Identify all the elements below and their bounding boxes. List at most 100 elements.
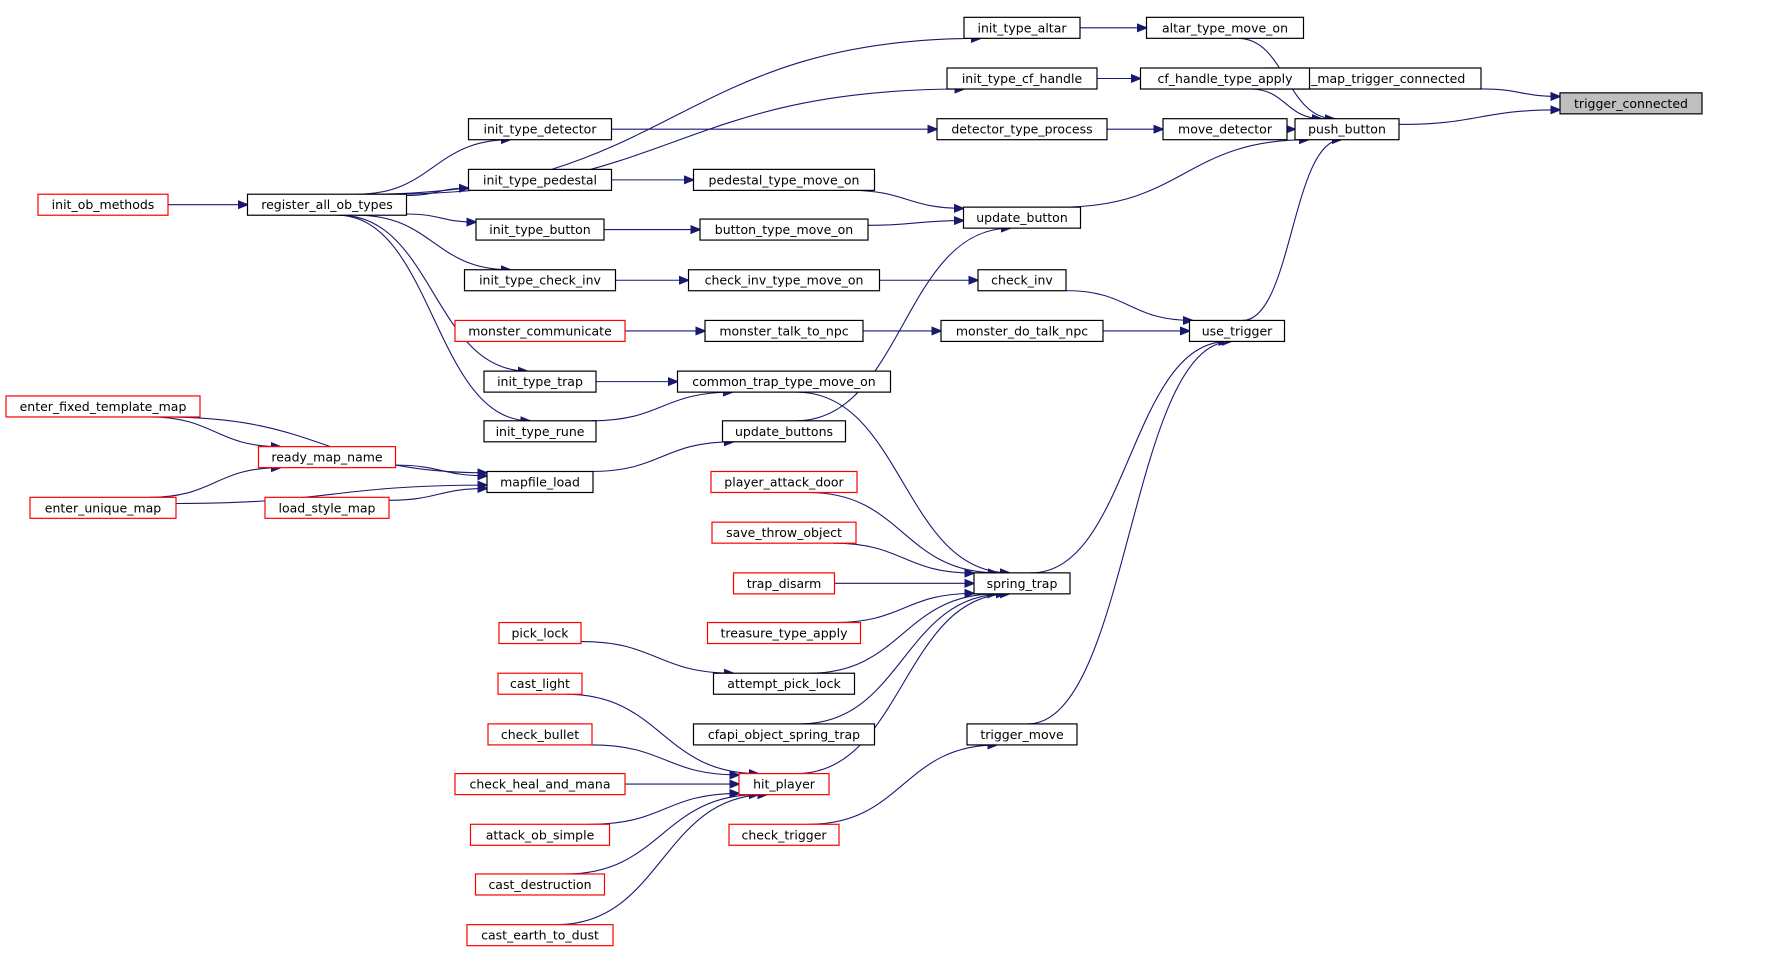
node-box-monster_talk_to_npc[interactable] — [704, 319, 864, 343]
node-init_type_cf_handle[interactable]: init_type_cf_handle — [946, 67, 1098, 90]
node-box-use_trigger[interactable] — [1188, 319, 1286, 343]
node-box-pedestal_type_move_on[interactable] — [692, 168, 876, 191]
node-box-cast_destruction[interactable] — [474, 873, 606, 896]
node-box-ready_map_name[interactable] — [257, 446, 397, 469]
node-box-trap_disarm[interactable] — [732, 572, 836, 595]
node-box-common_trap_type_move_on[interactable] — [676, 370, 892, 393]
node-box-treasure_type_apply[interactable] — [706, 621, 862, 645]
node-update_buttons[interactable]: update_buttons — [721, 420, 847, 443]
node-box-altar_type_move_on[interactable] — [1145, 16, 1305, 39]
node-cfapi_map_trigger_connected[interactable]: cfapi_map_trigger_connected — [1264, 67, 1482, 90]
node-box-monster_communicate[interactable] — [454, 319, 626, 343]
node-box-init_type_button[interactable] — [475, 218, 605, 241]
node-spring_trap[interactable]: spring_trap — [973, 572, 1071, 595]
node-enter_unique_map[interactable]: enter_unique_map — [29, 496, 177, 519]
node-update_button[interactable]: update_button — [962, 206, 1082, 229]
node-init_type_altar[interactable]: init_type_altar — [963, 16, 1081, 39]
node-init_type_button[interactable]: init_type_button — [475, 218, 605, 241]
node-check_bullet[interactable]: check_bullet — [487, 723, 593, 746]
node-hit_player[interactable]: hit_player — [738, 772, 830, 796]
node-enter_fixed_template_map[interactable]: enter_fixed_template_map — [5, 395, 201, 418]
node-box-check_heal_and_mana[interactable] — [454, 772, 626, 796]
node-trap_disarm[interactable]: trap_disarm — [732, 572, 836, 595]
edge-register_all_ob_types-to-init_type_trap — [339, 214, 528, 371]
node-init_type_rune[interactable]: init_type_rune — [483, 420, 597, 443]
node-init_type_trap[interactable]: init_type_trap — [483, 370, 597, 393]
node-box-init_type_rune[interactable] — [483, 420, 597, 443]
node-monster_communicate[interactable]: monster_communicate — [454, 319, 626, 343]
node-box-trigger_connected[interactable] — [1559, 92, 1703, 115]
node-box-check_inv_type_move_on[interactable] — [687, 269, 881, 292]
node-attempt_pick_lock[interactable]: attempt_pick_lock — [712, 672, 856, 695]
node-treasure_type_apply[interactable]: treasure_type_apply — [706, 621, 862, 645]
node-trigger_connected[interactable]: trigger_connected — [1559, 92, 1703, 115]
node-box-init_type_pedestal[interactable] — [467, 168, 613, 191]
node-box-trigger_move[interactable] — [966, 723, 1078, 746]
node-box-enter_unique_map[interactable] — [29, 496, 177, 519]
node-init_type_check_inv[interactable]: init_type_check_inv — [463, 269, 617, 292]
node-box-enter_fixed_template_map[interactable] — [5, 395, 201, 418]
node-box-move_detector[interactable] — [1162, 118, 1288, 141]
node-cast_destruction[interactable]: cast_destruction — [474, 873, 606, 896]
node-check_inv[interactable]: check_inv — [977, 269, 1067, 292]
node-mapfile_load[interactable]: mapfile_load — [486, 470, 594, 494]
node-box-init_type_trap[interactable] — [483, 370, 597, 393]
node-box-cast_light[interactable] — [497, 672, 583, 695]
node-box-register_all_ob_types[interactable] — [246, 193, 408, 216]
node-box-check_bullet[interactable] — [487, 723, 593, 746]
node-cfapi_object_spring_trap[interactable]: cfapi_object_spring_trap — [692, 723, 876, 746]
node-box-button_type_move_on[interactable] — [699, 218, 869, 241]
node-init_type_pedestal[interactable]: init_type_pedestal — [467, 168, 613, 191]
node-box-cf_handle_type_apply[interactable] — [1139, 67, 1311, 90]
node-save_throw_object[interactable]: save_throw_object — [711, 521, 857, 544]
node-cast_earth_to_dust[interactable]: cast_earth_to_dust — [466, 924, 614, 947]
node-load_style_map[interactable]: load_style_map — [264, 496, 390, 519]
node-box-init_type_detector[interactable] — [467, 118, 613, 141]
node-box-attack_ob_simple[interactable] — [469, 823, 611, 846]
node-move_detector[interactable]: move_detector — [1162, 118, 1288, 141]
node-register_all_ob_types[interactable]: register_all_ob_types — [246, 193, 408, 216]
node-box-update_button[interactable] — [962, 206, 1082, 229]
node-box-update_buttons[interactable] — [721, 420, 847, 443]
node-trigger_move[interactable]: trigger_move — [966, 723, 1078, 746]
node-box-spring_trap[interactable] — [973, 572, 1071, 595]
node-box-cast_earth_to_dust[interactable] — [466, 924, 614, 947]
node-check_trigger[interactable]: check_trigger — [728, 823, 840, 846]
node-init_type_detector[interactable]: init_type_detector — [467, 118, 613, 141]
node-monster_talk_to_npc[interactable]: monster_talk_to_npc — [704, 319, 864, 343]
node-pick_lock[interactable]: pick_lock — [498, 621, 582, 645]
node-box-detector_type_process[interactable] — [936, 118, 1108, 141]
node-detector_type_process[interactable]: detector_type_process — [936, 118, 1108, 141]
node-cast_light[interactable]: cast_light — [497, 672, 583, 695]
node-box-save_throw_object[interactable] — [711, 521, 857, 544]
node-box-check_inv[interactable] — [977, 269, 1067, 292]
node-check_inv_type_move_on[interactable]: check_inv_type_move_on — [687, 269, 881, 292]
node-attack_ob_simple[interactable]: attack_ob_simple — [469, 823, 611, 846]
node-cf_handle_type_apply[interactable]: cf_handle_type_apply — [1139, 67, 1311, 90]
node-push_button[interactable]: push_button — [1294, 118, 1400, 141]
node-box-load_style_map[interactable] — [264, 496, 390, 519]
node-common_trap_type_move_on[interactable]: common_trap_type_move_on — [676, 370, 892, 393]
node-box-attempt_pick_lock[interactable] — [712, 672, 856, 695]
node-box-check_trigger[interactable] — [728, 823, 840, 846]
node-init_ob_methods[interactable]: init_ob_methods — [37, 193, 169, 216]
node-altar_type_move_on[interactable]: altar_type_move_on — [1145, 16, 1305, 39]
node-box-init_type_altar[interactable] — [963, 16, 1081, 39]
node-player_attack_door[interactable]: player_attack_door — [710, 470, 858, 494]
node-box-init_ob_methods[interactable] — [37, 193, 169, 216]
node-box-init_type_check_inv[interactable] — [463, 269, 617, 292]
node-button_type_move_on[interactable]: button_type_move_on — [699, 218, 869, 241]
node-box-push_button[interactable] — [1294, 118, 1400, 141]
node-box-cfapi_object_spring_trap[interactable] — [692, 723, 876, 746]
node-box-hit_player[interactable] — [738, 772, 830, 796]
node-box-init_type_cf_handle[interactable] — [946, 67, 1098, 90]
node-monster_do_talk_npc[interactable]: monster_do_talk_npc — [940, 319, 1104, 343]
node-box-monster_do_talk_npc[interactable] — [940, 319, 1104, 343]
node-pedestal_type_move_on[interactable]: pedestal_type_move_on — [692, 168, 876, 191]
node-use_trigger[interactable]: use_trigger — [1188, 319, 1286, 343]
node-box-mapfile_load[interactable] — [486, 470, 594, 494]
node-box-pick_lock[interactable] — [498, 621, 582, 645]
node-box-player_attack_door[interactable] — [710, 470, 858, 494]
node-ready_map_name[interactable]: ready_map_name — [257, 446, 397, 469]
node-check_heal_and_mana[interactable]: check_heal_and_mana — [454, 772, 626, 796]
